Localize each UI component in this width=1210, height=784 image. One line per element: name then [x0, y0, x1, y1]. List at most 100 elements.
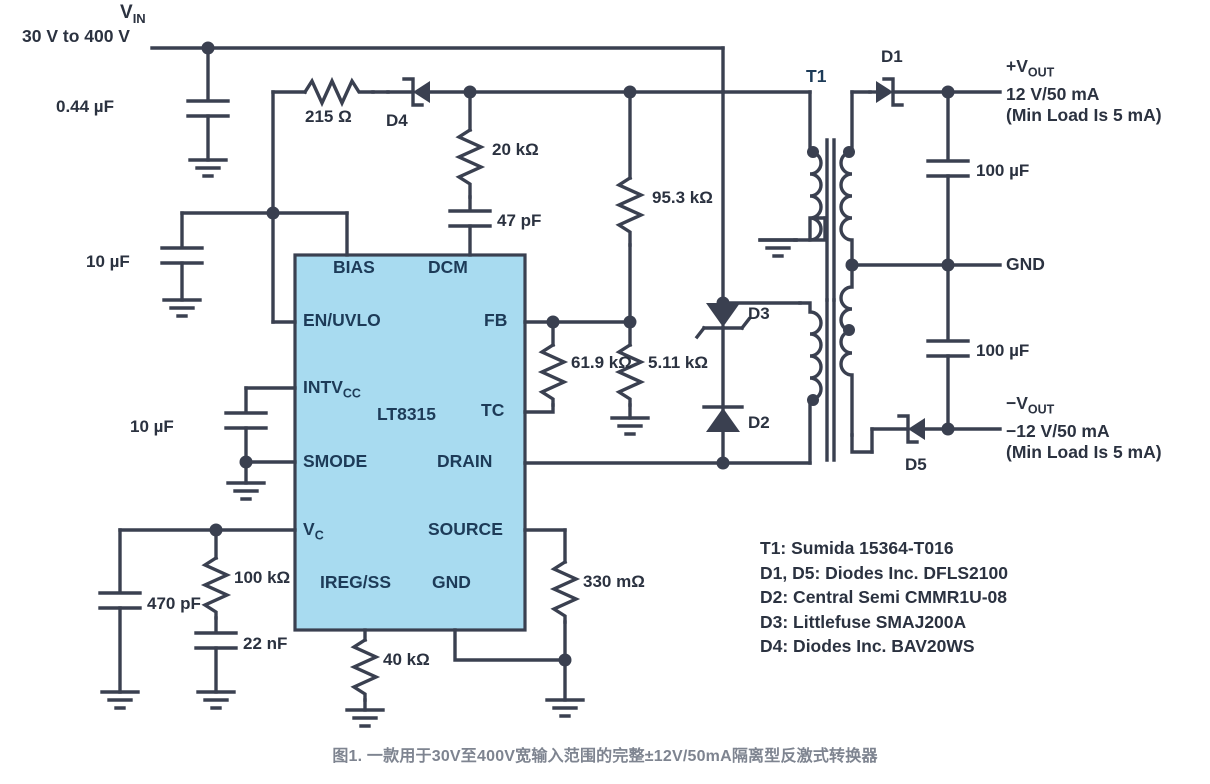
- label-input-cap: 0.44 µF: [56, 97, 114, 116]
- label-r215: 215 Ω: [305, 107, 352, 126]
- pin-label-gnd: GND: [432, 572, 471, 592]
- intvcc-text: INTV: [303, 377, 343, 397]
- label-d3: D3: [748, 304, 770, 323]
- vout-neg-name: −VOUT: [1006, 393, 1162, 421]
- label-d2: D2: [748, 413, 770, 432]
- label-c100uf-bot: 100 µF: [976, 341, 1029, 360]
- bom-item-d4: D4: Diodes Inc. BAV20WS: [760, 636, 975, 656]
- vc-subscript: C: [314, 528, 324, 543]
- ground-symbol-40k: [345, 708, 385, 728]
- vout-pos-text: +V: [1006, 56, 1028, 76]
- pin-label-bias: BIAS: [333, 257, 375, 277]
- label-d4: D4: [386, 111, 408, 130]
- cap-47pf-plates: [448, 209, 492, 228]
- ground-symbol-470pf: [100, 690, 140, 710]
- resistor-95k3: [614, 175, 646, 247]
- label-d5: D5: [905, 455, 927, 474]
- pin-label-intvcc: INTVCC: [303, 377, 361, 401]
- label-r40k: 40 kΩ: [383, 650, 430, 669]
- bom-item-t1: T1: Sumida 15364-T016: [760, 538, 954, 558]
- vout-neg-text: −V: [1006, 393, 1028, 413]
- ground-symbol-22nf: [196, 690, 236, 710]
- pin-label-iregss: IREG/SS: [320, 572, 391, 592]
- label-c10uf-intvcc: 10 µF: [130, 417, 174, 436]
- cap-22nf-plates: [194, 631, 238, 650]
- label-c470pf: 470 pF: [147, 594, 201, 613]
- label-r5k11: 5.11 kΩ: [648, 353, 708, 372]
- cap-470pf-plates: [98, 591, 142, 610]
- vout-pos-note: (Min Load Is 5 mA): [1006, 104, 1162, 125]
- label-r20k: 20 kΩ: [492, 140, 539, 159]
- vin-text: V: [120, 2, 133, 23]
- diode-d5: [870, 414, 950, 454]
- label-vin: VIN: [120, 2, 146, 26]
- winding-secondary-pos: [839, 90, 855, 267]
- resistor-100k: [200, 555, 232, 620]
- vout-neg-spec: −12 V/50 mA: [1006, 420, 1110, 441]
- winding-aux: [798, 301, 823, 465]
- label-t1: T1: [806, 66, 827, 86]
- transformer-core-bottom: [825, 298, 836, 462]
- label-c22nf: 22 nF: [243, 634, 287, 653]
- output-gnd-label: GND: [1006, 254, 1045, 274]
- ground-symbol-input: [188, 158, 228, 178]
- cap-10uf-intvcc-plates: [224, 411, 268, 430]
- resistor-20k: [454, 127, 486, 199]
- pin-label-fb: FB: [484, 310, 508, 330]
- intvcc-subscript: CC: [342, 386, 361, 401]
- wire-sec-bot-to-d5: [850, 433, 874, 454]
- transformer-core-top: [825, 138, 836, 302]
- winding-primary: [807, 90, 827, 242]
- output-negative-block: −VOUT −12 V/50 mA (Min Load Is 5 mA): [1006, 393, 1162, 463]
- label-d1: D1: [881, 47, 903, 66]
- label-vin-range: 30 V to 400 V: [22, 26, 130, 46]
- label-r100k: 100 kΩ: [234, 568, 290, 587]
- winding-secondary-neg: [839, 263, 855, 437]
- label-c10uf-bias: 10 µF: [86, 252, 130, 271]
- resistor-40k: [349, 637, 381, 702]
- resistor-5k11: [614, 342, 646, 407]
- wire-61k9-to-tc: [523, 403, 555, 414]
- label-c47pf: 47 pF: [497, 211, 541, 230]
- pin-label-vc: VC: [303, 519, 324, 543]
- diode-d2: [702, 405, 744, 465]
- output-positive-block: +VOUT 12 V/50 mA (Min Load Is 5 mA): [1006, 56, 1162, 126]
- pin-label-dcm: DCM: [428, 257, 468, 277]
- label-r95k3: 95.3 kΩ: [652, 188, 713, 207]
- resistor-215-ohm: [302, 76, 375, 108]
- label-c100uf-top: 100 µF: [976, 161, 1029, 180]
- resistor-61k9: [537, 342, 569, 407]
- vout-pos-subscript: OUT: [1027, 65, 1055, 80]
- diode-d4: [386, 77, 472, 107]
- ground-symbol-primary: [758, 238, 798, 258]
- bom-list: T1: Sumida 15364-T016 D1, D5: Diodes Inc…: [760, 536, 1008, 659]
- pin-label-drain: DRAIN: [437, 451, 493, 471]
- label-r330m: 330 mΩ: [583, 572, 645, 591]
- bom-item-d2: D2: Central Semi CMMR1U-08: [760, 587, 1007, 607]
- ground-symbol-smode: [226, 481, 266, 501]
- pin-label-tc: TC: [481, 400, 505, 420]
- vin-subscript: IN: [132, 10, 146, 26]
- figure-caption: 图1. 一款用于30V至400V宽输入范围的完整±12V/50mA隔离型反激式转…: [332, 748, 878, 765]
- label-r61k9: 61.9 kΩ: [571, 353, 632, 372]
- bom-item-d3: D3: Littlefuse SMAJ200A: [760, 611, 967, 632]
- ground-symbol-bias: [162, 298, 202, 318]
- pin-label-source: SOURCE: [428, 519, 503, 539]
- ic-lt8315-body: [293, 253, 527, 632]
- vout-neg-note: (Min Load Is 5 mA): [1006, 441, 1162, 462]
- diode-d1: [868, 77, 950, 107]
- vc-text: V: [303, 519, 315, 539]
- ground-symbol-5k11: [610, 416, 650, 436]
- resistor-330mohm: [549, 559, 581, 624]
- pin-label-enuvlo: EN/UVLO: [303, 310, 381, 330]
- wire-primary-bottom-to-gnd: [793, 216, 827, 242]
- cap-100uf-top-plates: [926, 159, 970, 178]
- vout-neg-subscript: OUT: [1027, 402, 1055, 417]
- ground-symbol-sense: [545, 698, 585, 718]
- vout-pos-name: +VOUT: [1006, 56, 1162, 84]
- wire-gnd-pin-to-sense: [453, 628, 567, 662]
- diode-d3-tvs: [694, 303, 752, 412]
- bom-item-d1-d5: D1, D5: Diodes Inc. DFLS2100: [760, 562, 1008, 583]
